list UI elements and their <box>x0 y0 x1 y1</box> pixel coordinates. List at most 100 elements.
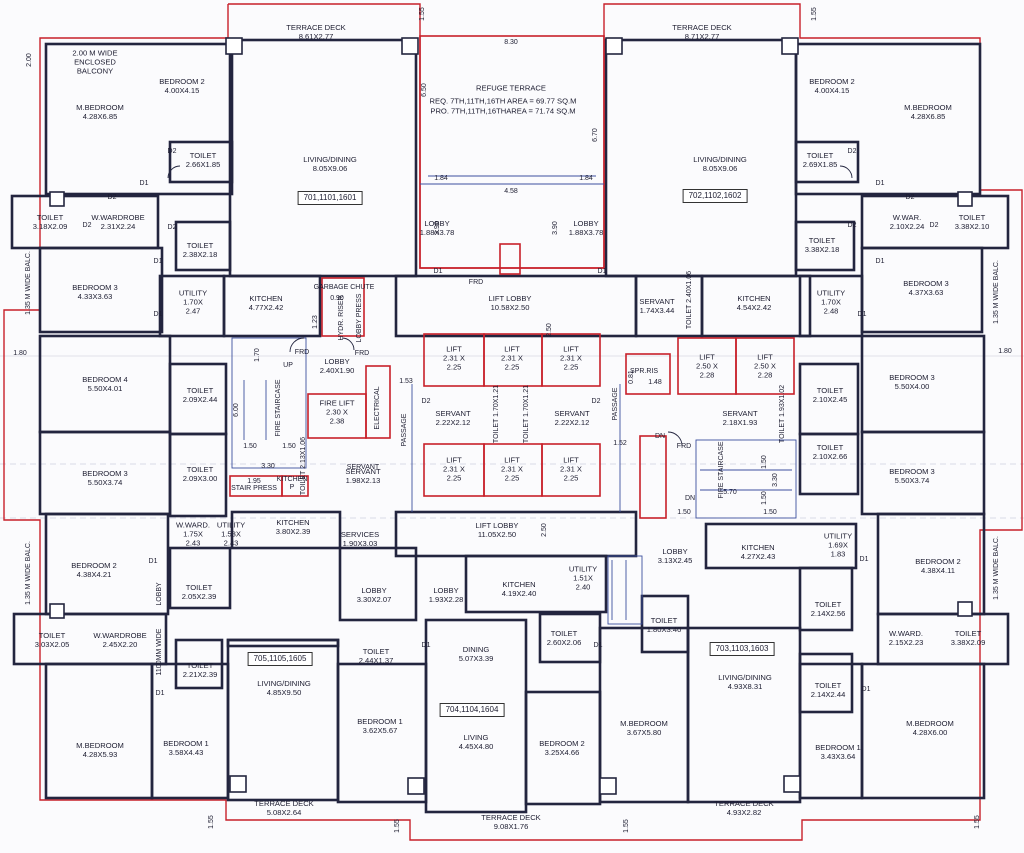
annotation-3: SPR.RIS <box>629 368 659 375</box>
room-label-bedroom2-br: BEDROOM 2 4.38X4.11 <box>915 557 961 575</box>
annotation-31: D1 <box>139 180 149 187</box>
annotation-19: FRD <box>354 350 370 357</box>
vertical-dim-1-70: 1.70 <box>254 348 261 362</box>
room-label-living-dining-br: LIVING/DINING 4.93X8.31 <box>718 673 772 691</box>
vertical-dim-3-90-a: 3.90 <box>434 221 441 235</box>
room-label-kitchen-bm: KITCHEN 4.19X2.40 <box>501 580 537 598</box>
room-label-servant-mid-1: SERVANT 2.22X2.12 <box>435 409 471 427</box>
room-label-bedroom2-bm: BEDROOM 2 3.25X4.66 <box>539 739 585 757</box>
room-label-bedroom1-bm: BEDROOM 1 3.62X5.67 <box>357 717 403 735</box>
room-label-lobby-bm: LOBBY 1.93X2.28 <box>428 586 464 604</box>
annotation-16: DN <box>684 495 696 502</box>
room-label-servant-tr-2: SERVANT 2.18X1.93 <box>722 409 758 427</box>
room-label-servant-mid-2: SERVANT 2.22X2.12 <box>554 409 590 427</box>
vertical-fire-staircase-left: FIRE STAIRCASE <box>275 379 282 437</box>
annotation-53: D1 <box>593 642 603 649</box>
interior-details <box>231 175 797 625</box>
room-label-toilet-tl-2: TOILET 3.18X2.09 <box>32 213 68 231</box>
room-label-toilet-tl-1: TOILET 2.66X1.85 <box>185 151 221 169</box>
room-label-enclosed-balcony: 2.00 M WIDE ENCLOSED BALCONY <box>72 48 118 76</box>
annotation-6: 1.95 <box>247 478 261 485</box>
room-label-toilet-tr-2: TOILET 3.38X2.10 <box>954 213 990 231</box>
annotation-21: FRD <box>676 443 692 450</box>
room-label-kitchen-tl-2: KITCHEN 3.80X2.39 <box>275 518 311 536</box>
room-label-kitchen-tl: KITCHEN 4.77X2.42 <box>248 294 284 312</box>
outer-boundary <box>3 3 1023 841</box>
room-label-bedroom3-tl: BEDROOM 3 4.33X3.63 <box>72 283 118 301</box>
room-label-lift-lobby-top: LIFT LOBBY 10.58X2.50 <box>488 294 532 312</box>
room-label-toilet-tr-3: TOILET 3.38X2.18 <box>804 236 840 254</box>
annotation-7: STAIR PRESS <box>231 485 277 492</box>
annotation-11: 1.50 <box>243 443 257 450</box>
room-label-toilet-bm-2: TOILET 1.80X3.40 <box>646 616 682 634</box>
annotation-40: D2 <box>929 222 939 229</box>
room-label-bedroom3-tl-2: BEDROOM 3 5.50X3.74 <box>82 469 128 487</box>
annotation-10: SERVANT <box>346 464 380 471</box>
room-label-terrace-deck-br: TERRACE DECK 4.93X2.82 <box>714 799 774 817</box>
room-label-wardrobe-bl: W.WARDROBE 2.45X2.20 <box>93 631 147 649</box>
annotation-48: D2 <box>847 222 857 229</box>
annotation-2: 0.90 <box>330 295 344 302</box>
annotation-52: D1 <box>421 642 431 649</box>
room-label-lobby-fire-lift: LOBBY 2.40X1.90 <box>319 357 355 375</box>
annotation-1: GARBAGE CHUTE <box>313 284 375 291</box>
room-label-mbedroom-tl: M.BEDROOM 4.28X6.85 <box>76 103 124 121</box>
room-label-bedroom3-tr: BEDROOM 3 4.37X3.63 <box>903 279 949 297</box>
annotation-13: 5.70 <box>723 489 737 496</box>
lift-cores <box>229 35 795 519</box>
room-label-toilet-tr-1: TOILET 2.69X1.85 <box>802 151 838 169</box>
annotation-46: D2 <box>167 148 177 155</box>
annotation-32: D2 <box>107 194 117 201</box>
room-label-dining-bm: DINING 5.07X3.39 <box>458 645 494 663</box>
annotation-5: 3.30 <box>261 463 275 470</box>
room-label-terrace-deck-top-right: TERRACE DECK 8.71X2.77 <box>672 23 732 41</box>
room-label-toilet-bl-4: TOILET 2.44X1.37 <box>358 647 394 665</box>
vertical-toilet-vertical-3: TOILET 2.13X1.06 <box>300 436 307 496</box>
lift-label-7: LIFT 2.31 X 2.25 <box>501 455 523 483</box>
room-label-lobby-tl: LOBBY 1.88X3.78 <box>419 219 455 237</box>
vertical-dim-0-81: 0.81 <box>628 370 635 384</box>
room-label-toilet-bl-2: TOILET 3.03X2.05 <box>34 631 70 649</box>
annotation-33: D2 <box>82 222 92 229</box>
annotation-28: 4.58 <box>504 188 518 195</box>
room-label-fire-lift: FIRE LIFT 2.30 X 2.38 <box>319 398 355 426</box>
vertical-passage-left: PASSAGE <box>401 413 408 447</box>
annotation-25: 1.80 <box>13 350 27 357</box>
lift-label-8: LIFT 2.31 X 2.25 <box>560 455 582 483</box>
vertical-dim-3-30: 3.30 <box>772 473 779 487</box>
vertical-dim-1-55-f: 1.55 <box>974 815 981 829</box>
room-label-toilet-bl-3: TOILET 2.21X2.39 <box>182 661 218 679</box>
vertical-toilet-vertical-5: TOILET 1.93X1.02 <box>779 384 786 444</box>
vertical-toilet-vertical-4: TOILET 2.40X1.06 <box>686 270 693 330</box>
refuge-terrace-required-area: REQ. 7TH,11TH,16TH AREA = 69.77 SQ.M <box>429 96 577 106</box>
vertical-dim-2-50-a: 2.50 <box>546 323 553 337</box>
annotation-8: KITCHEN <box>276 476 308 483</box>
vertical-dim-1-50-b: 1.50 <box>761 491 768 505</box>
room-label-bedroom3-tr-2: BEDROOM 3 5.50X4.00 <box>889 373 935 391</box>
vertical-balcony-left-bottom: 1.35 M WIDE BALC. <box>25 541 32 605</box>
lift-label-6: LIFT 2.31 X 2.25 <box>443 455 465 483</box>
vertical-balcony-right-top: 1.35 M WIDE BALC. <box>993 260 1000 324</box>
annotation-18: FRD <box>294 349 310 356</box>
vertical-electrical-duct: ELECTRICAL <box>374 386 381 430</box>
annotation-51: D1 <box>155 690 165 697</box>
unit-label-bm: 704,1104,1604 <box>439 703 505 717</box>
vertical-dim-1-23: 1.23 <box>312 315 319 329</box>
annotation-24: 1.52 <box>613 440 627 447</box>
annotation-20: FRD <box>468 279 484 286</box>
vertical-lobby-press: LOBBY PRESS <box>356 293 363 343</box>
room-label-toilet-tl-3: TOILET 2.38X2.18 <box>182 241 218 259</box>
lift-label-5: LIFT 2.50 X 2.28 <box>754 352 776 380</box>
annotation-29: 1.84 <box>434 175 448 182</box>
vertical-dim-1-55-a: 1.55 <box>419 7 426 21</box>
vertical-dim-1-50-a: 1.50 <box>761 455 768 469</box>
room-label-bedroom1-br: BEDROOM 1 3.43X3.64 <box>815 743 861 761</box>
room-label-toilet-bl-1: TOILET 2.05X2.39 <box>181 583 217 601</box>
room-label-terrace-deck-top-left: TERRACE DECK 8.61X2.77 <box>286 23 346 41</box>
annotation-4: 1.48 <box>648 379 662 386</box>
room-label-wardrobe-tl: W.WARDROBE 2.31X2.24 <box>91 213 145 231</box>
annotation-9: P <box>289 484 295 491</box>
vertical-wide-1100: 1100MM WIDE <box>156 628 163 676</box>
